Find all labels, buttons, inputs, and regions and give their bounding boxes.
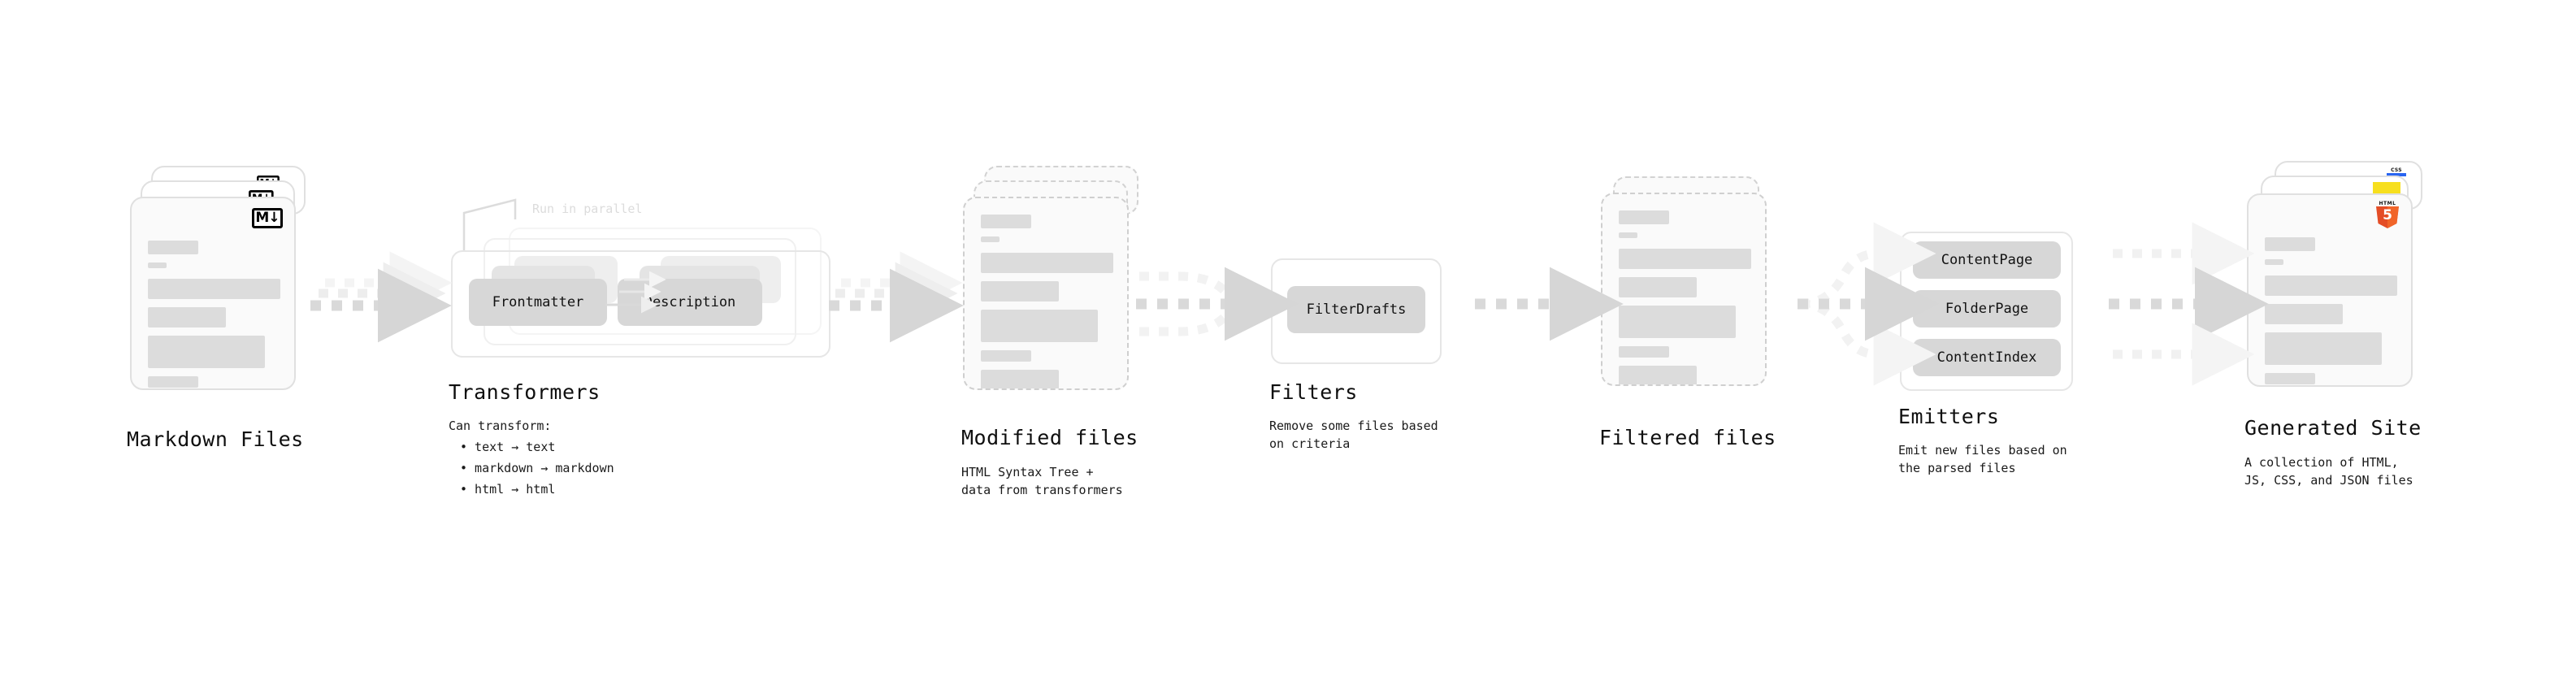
placeholder-line: [148, 262, 167, 268]
html5-badge: HTML 5: [2375, 201, 2400, 228]
markdown-badge-front: M↓: [252, 208, 283, 228]
markdown-files-title: Markdown Files: [127, 427, 304, 451]
emitters-subtitle: Emit new files based on the parsed files: [1898, 443, 2067, 475]
placeholder-line: [148, 307, 226, 327]
placeholder-line: [981, 236, 1000, 242]
transformers-subtitle: Can transform:: [449, 419, 552, 433]
run-in-parallel-label: Run in parallel: [532, 202, 643, 216]
generated-card-placeholder-lines: [2265, 237, 2398, 385]
placeholder-line: [148, 279, 280, 299]
html5-shield-icon: 5: [2376, 206, 2399, 228]
markdown-card-placeholder-lines: [148, 241, 281, 388]
css-badge-label: CSS: [2391, 167, 2402, 173]
placeholder-line: [1619, 306, 1736, 338]
placeholder-line: [981, 281, 1059, 301]
connector-transformers-to-modified: [829, 251, 964, 343]
content-index-chip[interactable]: ContentIndex: [1913, 339, 2061, 376]
html5-badge-number: 5: [2383, 206, 2392, 223]
modified-card-placeholder-lines: [981, 215, 1114, 388]
filtered-card-front: [1601, 193, 1767, 386]
filter-drafts-chip[interactable]: FilterDrafts: [1287, 286, 1425, 333]
content-page-chip[interactable]: ContentPage: [1913, 241, 2061, 279]
placeholder-line: [148, 336, 265, 368]
js-badge: [2373, 182, 2400, 195]
generated-site-title: Generated Site: [2244, 416, 2422, 440]
placeholder-line: [2265, 304, 2343, 324]
transformers-title: Transformers: [449, 380, 601, 404]
placeholder-line: [981, 350, 1031, 362]
connector-modified-to-filters: [1136, 267, 1299, 341]
placeholder-line: [1619, 277, 1697, 297]
placeholder-line: [2265, 332, 2382, 365]
placeholder-line: [1619, 210, 1669, 224]
transformers-bullet-1: • text → text: [460, 440, 556, 454]
modified-card-front: [963, 197, 1129, 390]
frontmatter-chip[interactable]: Frontmatter: [469, 279, 607, 326]
markdown-card-front: M↓: [130, 197, 296, 390]
placeholder-line: [2265, 259, 2283, 265]
connector-markdown-to-transformers: [310, 251, 453, 343]
filtered-card-placeholder-lines: [1619, 210, 1752, 384]
transformers-bullet-3: • html → html: [460, 482, 556, 497]
generated-site-subtitle: A collection of HTML, JS, CSS, and JSON …: [2244, 455, 2413, 488]
placeholder-line: [981, 370, 1059, 388]
placeholder-line: [148, 376, 198, 388]
placeholder-line: [148, 241, 198, 254]
filters-title: Filters: [1269, 380, 1358, 404]
connector-filtered-to-emitters: [1798, 222, 1939, 386]
html5-badge-label: HTML: [2379, 201, 2396, 206]
placeholder-line: [1619, 232, 1637, 238]
css-badge: CSS: [2386, 167, 2407, 178]
modified-files-subtitle: HTML Syntax Tree + data from transformer…: [961, 465, 1123, 497]
placeholder-line: [981, 310, 1098, 342]
filters-subtitle: Remove some files based on criteria: [1269, 419, 1438, 451]
connector-emitters-to-generated: [2109, 222, 2269, 386]
placeholder-line: [981, 253, 1113, 273]
transformers-bullet-2: • markdown → markdown: [460, 461, 614, 475]
placeholder-line: [1619, 346, 1669, 358]
modified-files-title: Modified files: [961, 426, 1138, 449]
emitters-title: Emitters: [1898, 405, 2000, 428]
placeholder-line: [1619, 249, 1751, 269]
filtered-files-title: Filtered files: [1599, 426, 1776, 449]
placeholder-line: [2265, 237, 2315, 251]
folder-page-chip[interactable]: FolderPage: [1913, 290, 2061, 327]
generated-card-front: HTML 5: [2247, 193, 2413, 387]
placeholder-line: [981, 215, 1031, 228]
css-badge-bar: [2387, 173, 2406, 176]
placeholder-line: [1619, 366, 1697, 384]
placeholder-line: [2265, 275, 2397, 296]
description-chip[interactable]: Description: [618, 279, 762, 326]
placeholder-line: [2265, 373, 2315, 384]
